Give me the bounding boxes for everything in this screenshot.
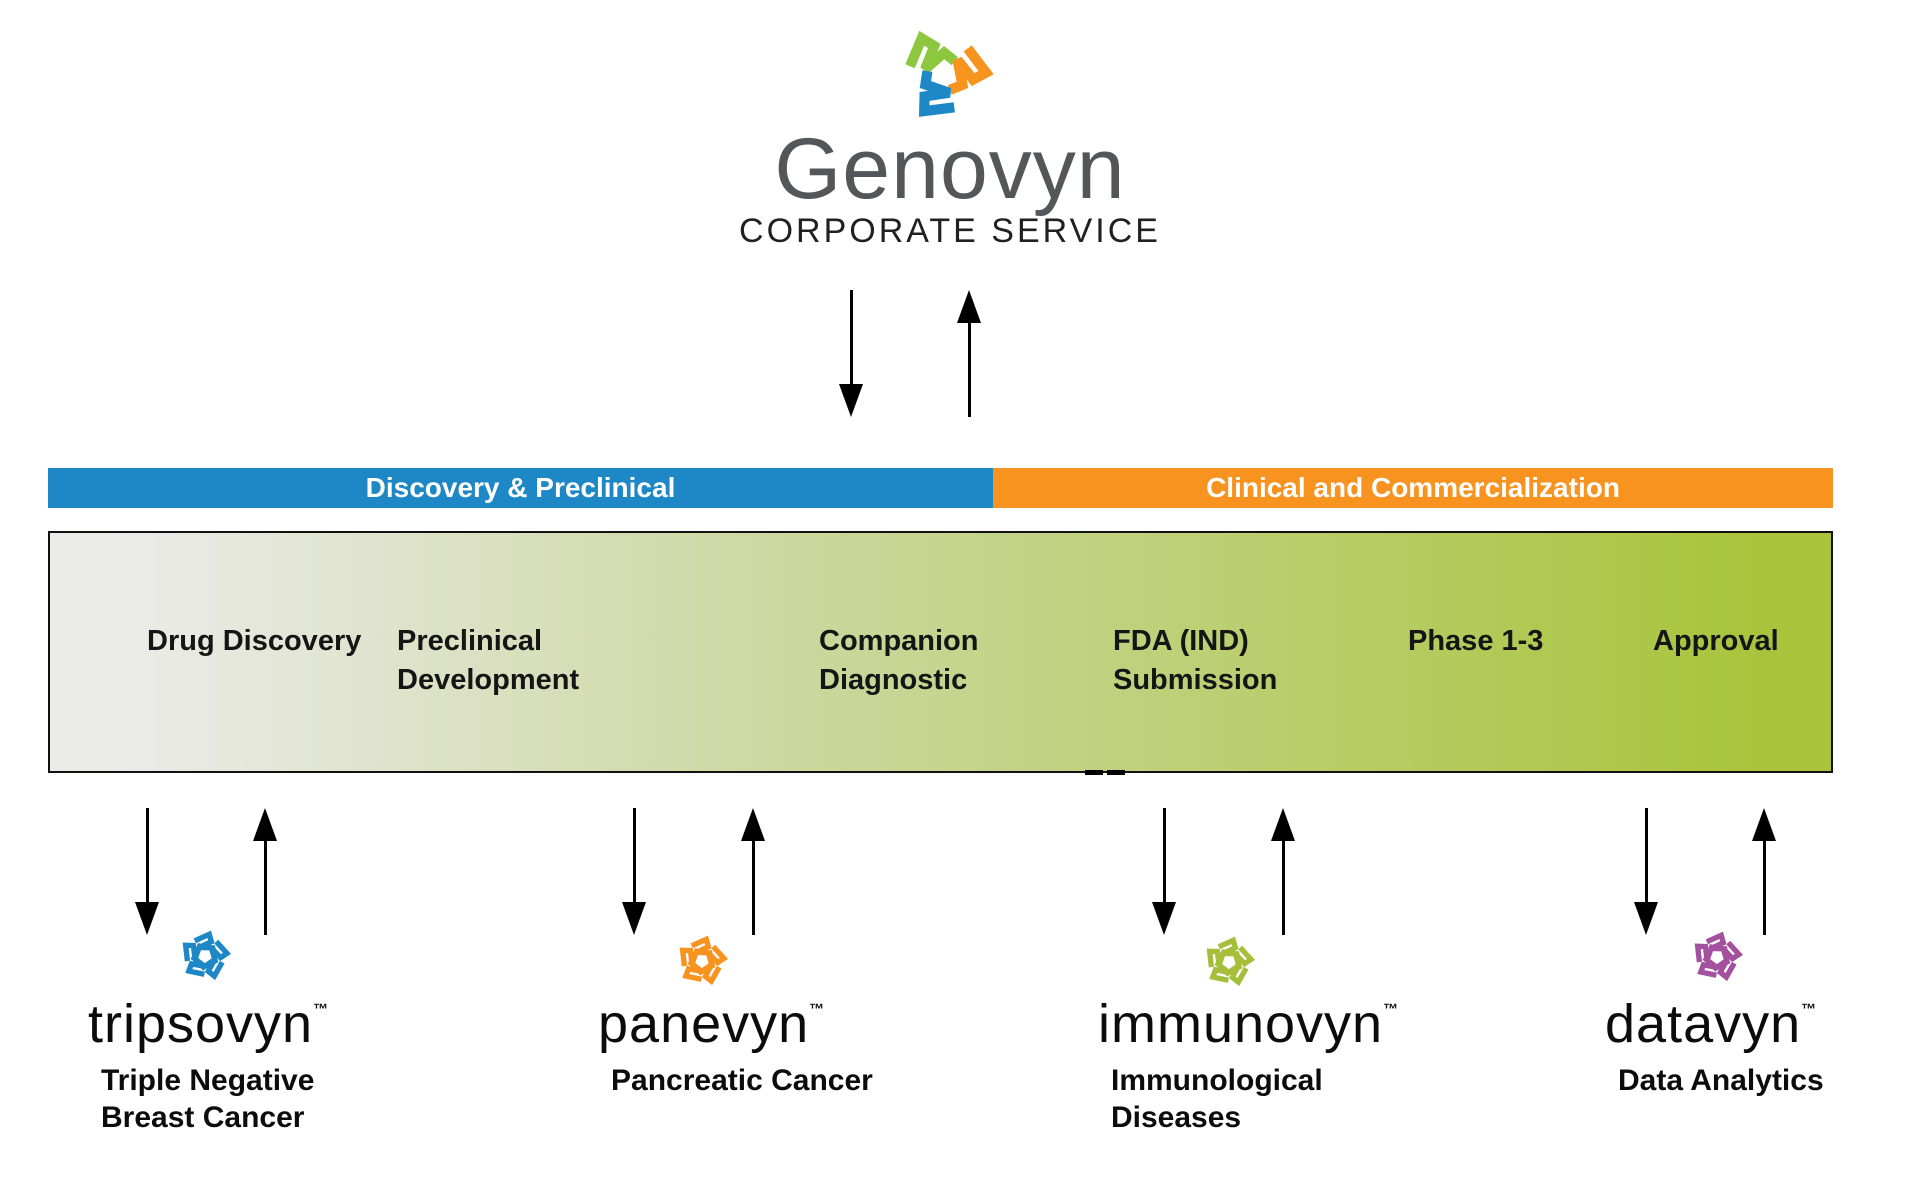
brand-name-text: tripsovyn xyxy=(88,994,314,1054)
stage-line: Development xyxy=(397,664,580,696)
brand-desc-line: Breast Cancer xyxy=(101,1101,305,1134)
arrow-shaft xyxy=(1281,841,1285,935)
phase-bar-discovery-preclinical: Discovery & Preclinical xyxy=(48,468,993,508)
company-subtitle: CORPORATE SERVICE xyxy=(739,212,1161,250)
arrow-head-up-icon xyxy=(253,808,277,841)
arrow-shaft xyxy=(263,841,267,935)
brand-wordmark: panevyn™ xyxy=(598,982,1078,1052)
stage-approval: Approval xyxy=(1653,622,1779,661)
trademark-symbol: ™ xyxy=(1801,1001,1817,1018)
arrow-head-up-icon xyxy=(1271,808,1295,841)
stage-line: Diagnostic xyxy=(819,664,968,696)
immunovyn-down-arrow xyxy=(1151,808,1177,935)
arrow-head-up-icon xyxy=(1752,808,1776,841)
pipeline-stages-box xyxy=(48,531,1833,773)
brand-description: Data Analytics xyxy=(1605,1062,1920,1099)
trademark-symbol: ™ xyxy=(1383,1001,1399,1018)
box-border-dash xyxy=(1085,770,1103,775)
arrow-head-down-icon xyxy=(839,384,863,417)
datavyn-up-arrow xyxy=(1751,808,1777,935)
brand-name-text: panevyn xyxy=(598,994,810,1054)
brand-desc-line: Triple Negative xyxy=(101,1064,315,1097)
brand-wordmark: tripsovyn™ xyxy=(88,982,568,1052)
phase-label: Clinical and Commercialization xyxy=(1206,472,1620,503)
phase-bar-clinical-commercialization: Clinical and Commercialization xyxy=(993,468,1833,508)
tripsovyn-block: tripsovyn™ Triple Negative Breast Cancer xyxy=(88,982,568,1136)
immunovyn-block: immunovyn™ Immunological Diseases xyxy=(1098,982,1578,1136)
datavyn-block: datavyn™ Data Analytics xyxy=(1605,982,1920,1099)
arrow-head-down-icon xyxy=(622,902,646,935)
arrow-shaft xyxy=(1644,808,1648,902)
trademark-symbol: ™ xyxy=(809,1001,825,1018)
arrow-shaft xyxy=(632,808,636,902)
immunovyn-up-arrow xyxy=(1270,808,1296,935)
trademark-symbol: ™ xyxy=(313,1001,329,1018)
panevyn-block: panevyn™ Pancreatic Cancer xyxy=(598,982,1078,1099)
datavyn-logo-icon xyxy=(1686,926,1748,988)
brand-desc-line: Pancreatic Cancer xyxy=(611,1064,873,1097)
arrow-head-up-icon xyxy=(741,808,765,841)
brand-desc-line: Data Analytics xyxy=(1618,1064,1824,1097)
tripsovyn-logo-icon xyxy=(174,925,236,987)
logo-down-arrow xyxy=(838,290,864,417)
brand-name-text: immunovyn xyxy=(1098,994,1384,1054)
arrow-head-up-icon xyxy=(957,290,981,323)
stage-line: Approval xyxy=(1653,625,1779,657)
stage-line: Preclinical xyxy=(397,625,543,657)
tripsovyn-down-arrow xyxy=(134,808,160,935)
phase-label: Discovery & Preclinical xyxy=(365,472,676,503)
company-name: Genovyn xyxy=(774,121,1126,217)
brand-desc-line: Diseases xyxy=(1111,1101,1242,1134)
brand-name-text: datavyn xyxy=(1605,994,1802,1054)
genovyn-logo-icon xyxy=(888,16,1000,132)
brand-wordmark: datavyn™ xyxy=(1605,982,1920,1052)
stage-line: Companion xyxy=(819,625,979,657)
stage-fda-ind-submission: FDA (IND) Submission xyxy=(1113,622,1277,700)
brand-description: Immunological Diseases xyxy=(1098,1062,1578,1136)
brand-wordmark: immunovyn™ xyxy=(1098,982,1578,1052)
panevyn-down-arrow xyxy=(621,808,647,935)
panevyn-up-arrow xyxy=(740,808,766,935)
stage-line: Phase 1-3 xyxy=(1408,625,1544,657)
arrow-shaft xyxy=(1762,841,1766,935)
stage-line: FDA (IND) xyxy=(1113,625,1249,657)
tripsovyn-up-arrow xyxy=(252,808,278,935)
datavyn-down-arrow xyxy=(1633,808,1659,935)
logo-up-arrow xyxy=(956,290,982,417)
stage-companion-diagnostic: Companion Diagnostic xyxy=(819,622,979,700)
brand-description: Triple Negative Breast Cancer xyxy=(88,1062,568,1136)
arrow-shaft xyxy=(1162,808,1166,902)
brand-description: Pancreatic Cancer xyxy=(598,1062,1078,1099)
stage-line: Drug Discovery xyxy=(147,625,362,657)
arrow-head-down-icon xyxy=(1152,902,1176,935)
arrow-shaft xyxy=(849,290,853,384)
arrow-shaft xyxy=(751,841,755,935)
stage-line: Submission xyxy=(1113,664,1278,696)
arrow-head-down-icon xyxy=(1634,902,1658,935)
stage-preclinical-development: Preclinical Development xyxy=(397,622,579,700)
arrow-head-down-icon xyxy=(135,902,159,935)
arrow-shaft xyxy=(967,323,971,417)
brand-desc-line: Immunological xyxy=(1111,1064,1323,1097)
stage-drug-discovery: Drug Discovery xyxy=(147,622,361,661)
box-border-dash xyxy=(1107,770,1125,775)
stage-phase-1-3: Phase 1-3 xyxy=(1408,622,1543,661)
arrow-shaft xyxy=(145,808,149,902)
